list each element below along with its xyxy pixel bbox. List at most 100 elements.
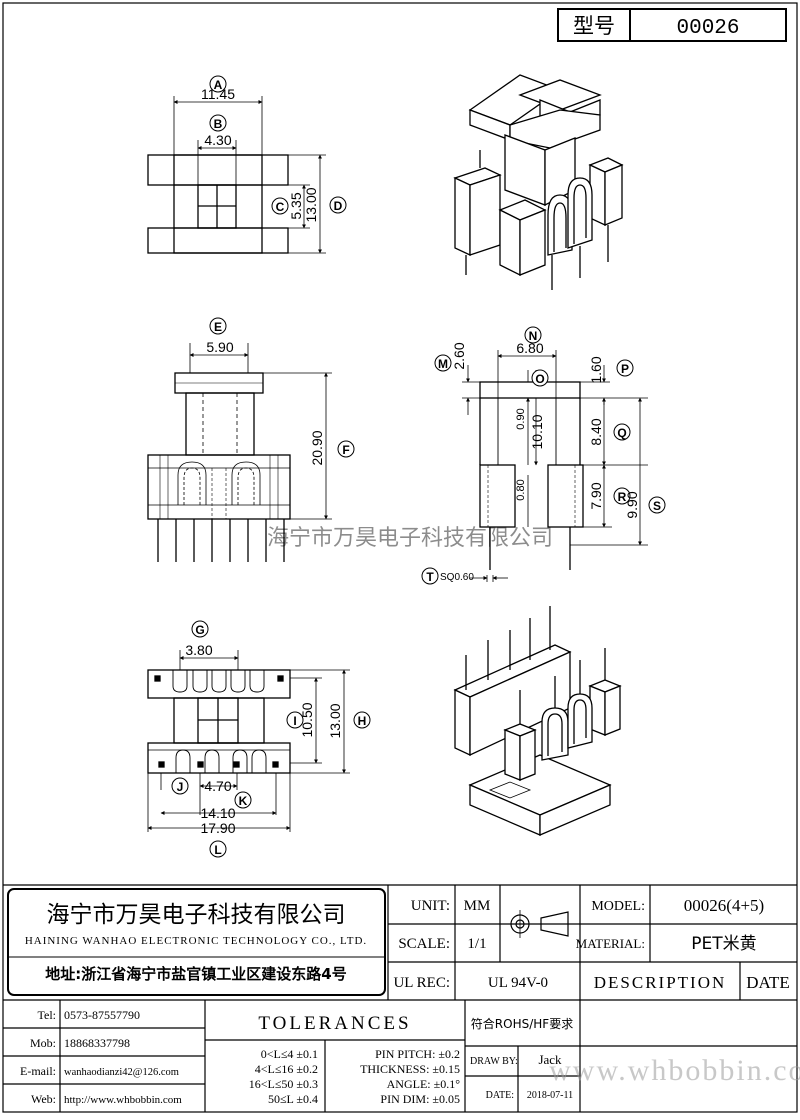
dim-F-letter: F — [342, 443, 349, 457]
dim-M-letter: M — [438, 357, 448, 371]
dim-P-letter: P — [621, 362, 629, 376]
web-label: Web: — [31, 1092, 56, 1106]
web-value: http://www.whbobbin.com — [64, 1094, 182, 1106]
dim-E-letter: E — [214, 320, 222, 334]
dim-T: T SQ0.60 — [421, 567, 474, 585]
dim-J: J 4.70 — [171, 777, 232, 795]
dim-G-value: 3.80 — [185, 642, 212, 658]
material-label: MATERIAL: — [576, 936, 645, 951]
side-view — [147, 343, 332, 562]
date-value: 2018-07-11 — [527, 1090, 573, 1101]
dim-S-letter: S — [653, 499, 661, 513]
dim-S-value: 9.90 — [624, 491, 640, 518]
mob-label: Mob: — [30, 1036, 56, 1050]
dim-E-value: 5.90 — [206, 339, 233, 355]
dim-R: R 7.90 0.80 — [515, 479, 631, 510]
dim-D: D 13.00 — [303, 187, 347, 223]
model-header-box: 型号 00026 — [557, 8, 787, 42]
dim-H-value: 13.00 — [327, 703, 343, 738]
pin-row-1: PIN PITCH: ±0.2 — [375, 1047, 460, 1061]
isometric-view-bottom — [453, 606, 622, 836]
company-name-cn: 海宁市万昊电子科技有限公司 — [47, 902, 346, 928]
section-view — [462, 350, 648, 582]
tol-row-4: 50≤L ±0.4 — [268, 1092, 318, 1106]
dim-T-letter: T — [426, 570, 434, 584]
dim-A-letter: A — [214, 78, 223, 92]
dim-A: A 11.45 — [201, 75, 235, 102]
dim-T-value: SQ0.60 — [440, 572, 474, 583]
dim-Q-letter: Q — [617, 426, 626, 440]
pin-row-3: ANGLE: ±0.1° — [387, 1077, 461, 1091]
unit-value: MM — [464, 898, 491, 914]
dim-H-letter: H — [358, 714, 367, 728]
date-label: DATE: — [486, 1090, 514, 1101]
company-address: 地址:浙江省海宁市盐官镇工业区建设东路4号 — [45, 965, 346, 983]
model-label: MODEL: — [591, 899, 645, 914]
tol-row-3: 16<L≤50 ±0.3 — [249, 1077, 318, 1091]
dim-C-letter: C — [276, 200, 285, 214]
model-value: 00026(4+5) — [684, 896, 764, 915]
projection-symbol-icon — [506, 910, 569, 938]
dim-I: I 10.50 — [286, 702, 315, 738]
watermark-url: www.whbobbin.com — [549, 1054, 800, 1087]
dim-K-value: 14.10 — [200, 805, 235, 821]
dim-B-letter: B — [214, 117, 223, 131]
dim-Q-value: 8.40 — [588, 418, 604, 445]
dim-P-value: 1.60 — [588, 356, 604, 383]
dim-K-letter: K — [239, 794, 248, 808]
type-value: 00026 — [676, 17, 739, 40]
dim-M: M 2.60 — [434, 342, 467, 372]
dim-K: K 14.10 — [200, 791, 252, 821]
dim-R-value: 7.90 — [588, 482, 604, 509]
dim-L-letter: L — [214, 843, 221, 857]
bottom-view — [147, 650, 350, 832]
type-label: 型号 — [573, 14, 615, 38]
dim-C: C 5.35 — [271, 192, 304, 220]
dim-B-value: 4.30 — [204, 132, 231, 148]
watermark-center: 海宁市万昊电子科技有限公司 — [267, 526, 553, 551]
dim-O-letter: O — [535, 372, 544, 386]
email-label: E-mail: — [20, 1064, 56, 1078]
top-view — [147, 96, 326, 254]
company-name-en: HAINING WANHAO ELECTRONIC TECHNOLOGY CO.… — [25, 935, 367, 947]
dim-R-letter: R — [618, 490, 627, 504]
dim-H: H 13.00 — [327, 703, 371, 739]
dim-G: G 3.80 — [185, 620, 213, 658]
dim-E: E 5.90 — [206, 317, 234, 355]
ulrec-value: UL 94V-0 — [488, 975, 548, 991]
tolerances-title: TOLERANCES — [258, 1013, 411, 1034]
dim-I-letter: I — [293, 714, 296, 728]
dim-P: P 1.60 — [588, 356, 634, 384]
dim-D-value: 13.00 — [303, 187, 319, 222]
rohs-note: 符合ROHS/HF要求 — [471, 1016, 573, 1031]
dim-R2-value: 0.80 — [515, 479, 527, 500]
dim-S: S 9.90 — [624, 491, 666, 519]
dim-M-value: 2.60 — [451, 342, 467, 369]
drawby-label: DRAW BY: — [470, 1056, 518, 1067]
dim-J-letter: J — [177, 780, 184, 794]
dim-I-value: 10.50 — [299, 702, 315, 737]
dim-C-value: 5.35 — [288, 192, 304, 219]
dim-N-value: 6.80 — [516, 340, 543, 356]
tel-value: 0573-87557790 — [64, 1008, 140, 1022]
material-value: PET米黄 — [691, 934, 756, 954]
drawby-value: Jack — [538, 1052, 562, 1067]
dim-O2-value: 10.10 — [529, 414, 545, 449]
dim-G-letter: G — [195, 623, 204, 637]
dim-F-value: 20.90 — [309, 430, 325, 465]
tol-row-2: 4<L≤16 ±0.2 — [255, 1062, 318, 1076]
dim-Q: Q 8.40 — [588, 418, 631, 446]
dim-B: B 4.30 — [204, 114, 232, 148]
dim-L-value: 17.90 — [200, 820, 235, 836]
date-column-header: DATE — [746, 973, 789, 992]
dim-F: F 20.90 — [309, 430, 355, 466]
tel-label: Tel: — [38, 1008, 57, 1022]
ulrec-label: UL REC: — [393, 975, 450, 991]
pin-row-4: PIN DIM: ±0.05 — [380, 1092, 460, 1106]
scale-label: SCALE: — [398, 936, 450, 952]
dim-D-letter: D — [334, 199, 343, 213]
mob-value: 18868337798 — [64, 1036, 130, 1050]
email-value: wanhaodianzi42@126.com — [64, 1067, 179, 1078]
